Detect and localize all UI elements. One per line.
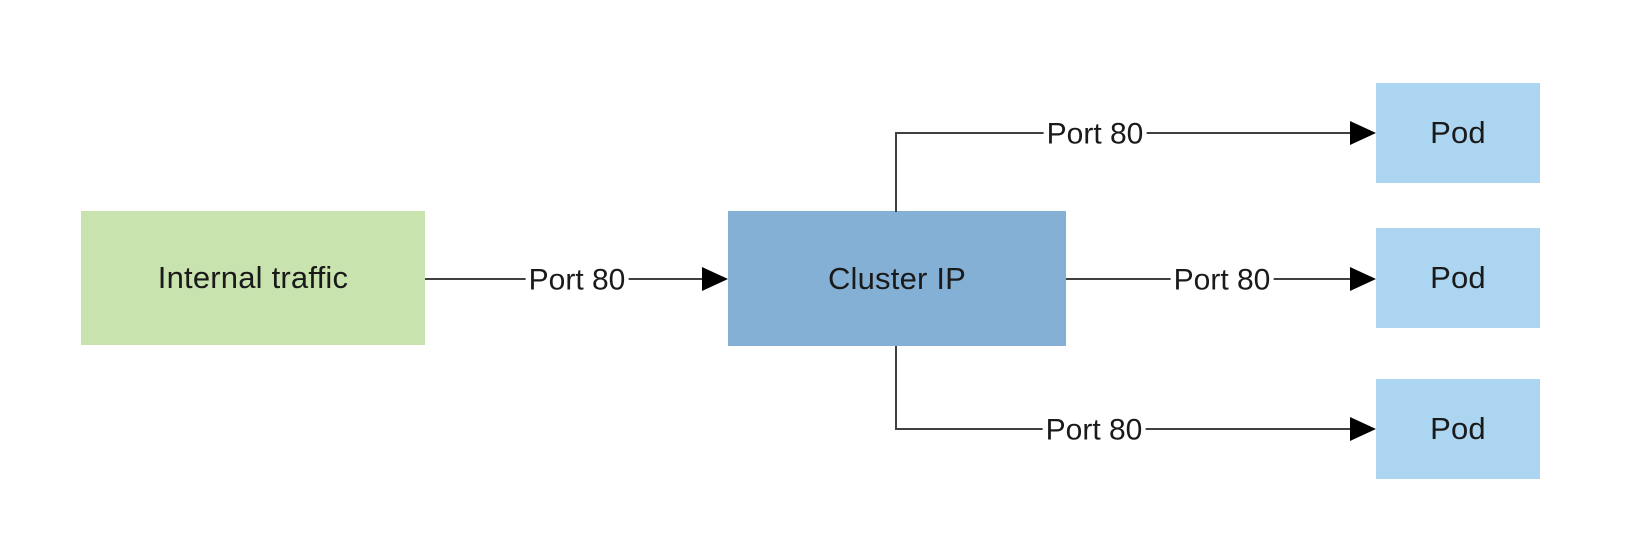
edge-cluster-to-pod-bottom-vertical-line — [895, 346, 897, 430]
edge-cluster-to-pod-middle-port-label: Port 80 — [1170, 263, 1274, 297]
arrowhead-icon — [702, 267, 728, 291]
pod-node-top: Pod — [1376, 83, 1540, 183]
pod-bottom-label: Pod — [1430, 411, 1486, 446]
arrowhead-icon — [1350, 417, 1376, 441]
edge-cluster-to-pod-bottom-port-label: Port 80 — [1042, 413, 1146, 447]
pod-node-middle: Pod — [1376, 228, 1540, 328]
arrowhead-icon — [1350, 121, 1376, 145]
internal-traffic-node: Internal traffic — [81, 211, 425, 345]
pod-top-label: Pod — [1430, 115, 1486, 150]
edge-cluster-to-pod-top-vertical-line — [895, 132, 897, 212]
pod-middle-label: Pod — [1430, 260, 1486, 295]
edge-cluster-to-pod-top-port-label: Port 80 — [1043, 117, 1147, 151]
internal-traffic-label: Internal traffic — [157, 260, 349, 295]
cluster-ip-node: Cluster IP — [728, 211, 1066, 346]
edge-internal-to-cluster-port-label: Port 80 — [525, 263, 629, 297]
pod-node-bottom: Pod — [1376, 379, 1540, 479]
cluster-ip-label: Cluster IP — [827, 260, 967, 296]
arrowhead-icon — [1350, 267, 1376, 291]
